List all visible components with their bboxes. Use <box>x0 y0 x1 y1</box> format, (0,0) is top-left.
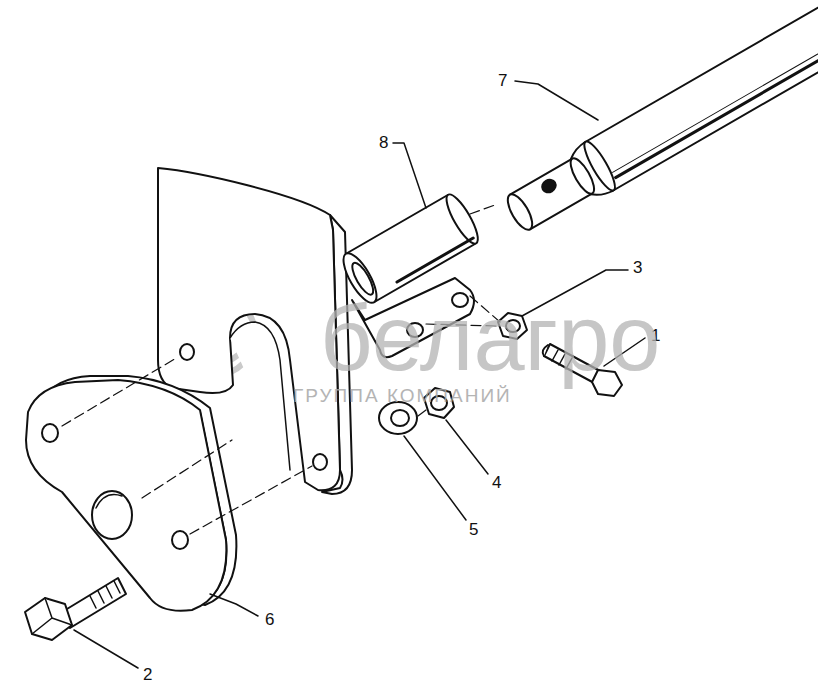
washer <box>379 402 417 434</box>
callout-number: 2 <box>143 665 152 685</box>
shaft <box>499 0 818 240</box>
callout-number: 5 <box>469 520 478 540</box>
watermark: белагро <box>320 286 661 391</box>
flange-plate <box>26 376 236 611</box>
callout-number: 3 <box>633 258 642 278</box>
watermark: ГРУППА КОМПАНИЙ <box>293 385 512 407</box>
callout-number: 7 <box>498 71 507 91</box>
callout-number: 4 <box>492 473 501 493</box>
callout-number: 6 <box>265 610 274 630</box>
callout-number: 8 <box>379 133 388 153</box>
